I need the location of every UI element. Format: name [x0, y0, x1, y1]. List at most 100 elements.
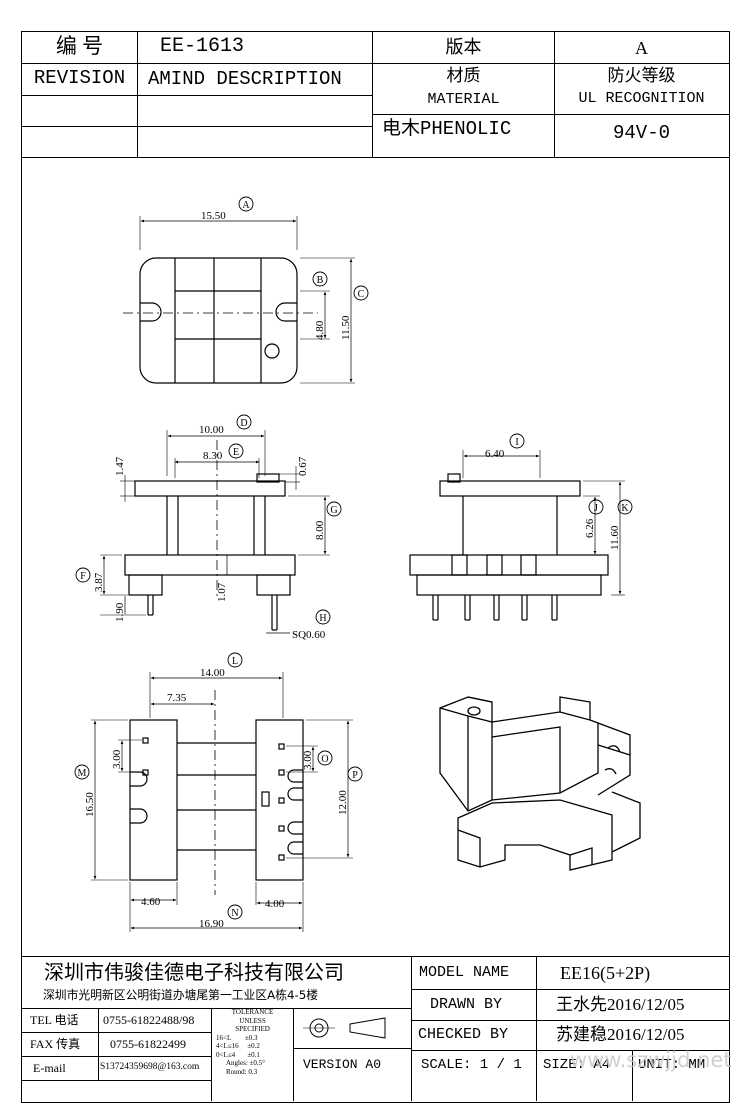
code-label: 编 号 — [55, 34, 104, 58]
dim-e-value: 8.30 — [203, 450, 223, 462]
tolerance-row-1: 16<L ±0.3 — [216, 1033, 258, 1042]
title-row-3 — [411, 1050, 729, 1051]
email-label: E-mail — [33, 1061, 66, 1075]
dim-k-value: 11.60 — [609, 525, 621, 550]
header-bottom-line — [21, 157, 729, 158]
dim-735-value: 7.35 — [167, 692, 187, 704]
callout-i — [509, 433, 525, 449]
dim-107-value: 1.07 — [216, 582, 228, 602]
callout-p-label: P — [352, 770, 358, 781]
front-view — [100, 430, 330, 634]
callout-k-label: K — [621, 503, 629, 514]
dim-p-value: 12.00 — [337, 790, 349, 815]
callout-j-label: J — [594, 503, 598, 514]
contact-row-3 — [21, 1080, 211, 1081]
tolerance-block: TOLERANCE UNLESS SPECIFIED 16<L ±0.3 4<L… — [212, 1008, 293, 1101]
tolerance-row-3: 0<L≤4 ±0.1 — [216, 1050, 260, 1059]
fax-label: FAX 传真 — [30, 1037, 81, 1051]
ul-value: 94V-0 — [612, 122, 670, 144]
callout-n — [227, 904, 243, 920]
tel-value: 0755-61822488/98 — [103, 1013, 195, 1027]
company-address: 深圳市光明新区公明街道办塘尾第一工业区A栋4-5楼 — [43, 988, 319, 1002]
contact-top — [21, 1008, 412, 1009]
contact-row-1 — [21, 1032, 211, 1033]
header-col-3 — [554, 31, 555, 157]
dim-c-value: 11.50 — [340, 315, 352, 340]
title-row-2 — [411, 1020, 729, 1021]
dim-190-value: 1.90 — [114, 602, 126, 622]
callout-o-label: O — [321, 754, 328, 765]
header-line-1 — [21, 63, 729, 64]
version-value: A — [635, 38, 648, 58]
title-col-2 — [632, 1050, 633, 1101]
version-a0: VERSION A0 — [303, 1057, 382, 1072]
title-row-1 — [411, 989, 729, 990]
checked-by-value: 苏建稳2016/12/05 — [556, 1025, 685, 1044]
dimension-values: 15.50 4.80 11.50 10.00 8.30 1.47 0.67 8.… — [84, 210, 621, 930]
callout-g — [326, 501, 342, 517]
callout-b — [312, 271, 328, 287]
title-block-divider — [411, 956, 412, 1101]
callout-l-label: L — [232, 656, 238, 667]
callout-m — [74, 764, 90, 780]
title-col — [536, 956, 537, 1101]
dim-o-value: 3.00 — [302, 750, 314, 770]
material-label-en: MATERIAL — [427, 91, 500, 108]
dim-460-value: 4.60 — [141, 896, 161, 908]
dim-f-value: 3.87 — [93, 572, 105, 592]
symbol-row — [293, 1048, 412, 1049]
callout-h-label: H — [319, 613, 326, 624]
revision-label: REVISION — [33, 67, 126, 89]
material-label-cn: 材质 — [446, 66, 481, 85]
contact-col-1 — [98, 1008, 99, 1080]
ul-label-cn: 防火等级 — [607, 66, 676, 85]
contact-row-2 — [21, 1056, 211, 1057]
contact-col-2 — [211, 1008, 212, 1101]
callout-o — [317, 750, 333, 766]
top-view — [123, 216, 355, 384]
callout-g-label: G — [330, 505, 337, 516]
callout-j — [588, 499, 604, 515]
dim-a-value: 15.50 — [201, 210, 226, 222]
dim-n-value: 16.90 — [199, 918, 224, 930]
checked-by-label: CHECKED BY — [418, 1026, 509, 1043]
dim-067-value: 0.67 — [297, 456, 309, 476]
callout-b-label: B — [317, 275, 324, 286]
callout-l — [227, 652, 243, 668]
title-block-top — [21, 956, 729, 957]
drawing-frame — [21, 31, 730, 1103]
drawn-by-label: DRAWN BY — [430, 996, 503, 1013]
dim-m-value: 16.50 — [84, 792, 96, 817]
size-label: SIZE: A4 — [543, 1057, 611, 1073]
scale-label: SCALE: 1 / 1 — [421, 1057, 522, 1073]
callout-f — [75, 567, 91, 583]
tolerance-unless: UNLESS — [239, 1016, 266, 1025]
callout-e-label: E — [233, 447, 239, 458]
dim-400-value: 4.00 — [265, 898, 285, 910]
version-label: 版本 — [445, 37, 482, 57]
dim-300-left-value: 3.00 — [111, 749, 123, 769]
callout-f-label: F — [80, 571, 86, 582]
dim-b-value: 4.80 — [314, 320, 326, 340]
dim-147-value: 1.47 — [114, 456, 126, 476]
callout-d-label: D — [240, 418, 247, 429]
dim-i-value: 6.40 — [485, 448, 505, 460]
dim-l-value: 14.00 — [200, 667, 225, 679]
header-line-2 — [21, 95, 373, 96]
callout-n-label: N — [231, 908, 238, 919]
callout-a — [238, 196, 254, 212]
watermark: www.szwjjd.net — [570, 1048, 732, 1072]
model-name-value: EE16(5+2P) — [560, 963, 651, 983]
tolerance-row-2: 4<L≤16 ±0.2 — [216, 1042, 260, 1050]
dim-h-value: SQ0.60 — [292, 629, 326, 641]
contact-col-3 — [293, 1008, 294, 1101]
header-col-1 — [137, 31, 138, 157]
dim-d-value: 10.00 — [199, 424, 224, 436]
callout-d — [236, 414, 252, 430]
header-col-2 — [372, 31, 373, 157]
isometric-view — [439, 696, 641, 871]
tolerance-title: TOLERANCE — [231, 1008, 274, 1016]
unit-label: UNIT: MM — [638, 1057, 706, 1073]
company-name: 深圳市伟骏佳德电子科技有限公司 — [44, 960, 344, 984]
